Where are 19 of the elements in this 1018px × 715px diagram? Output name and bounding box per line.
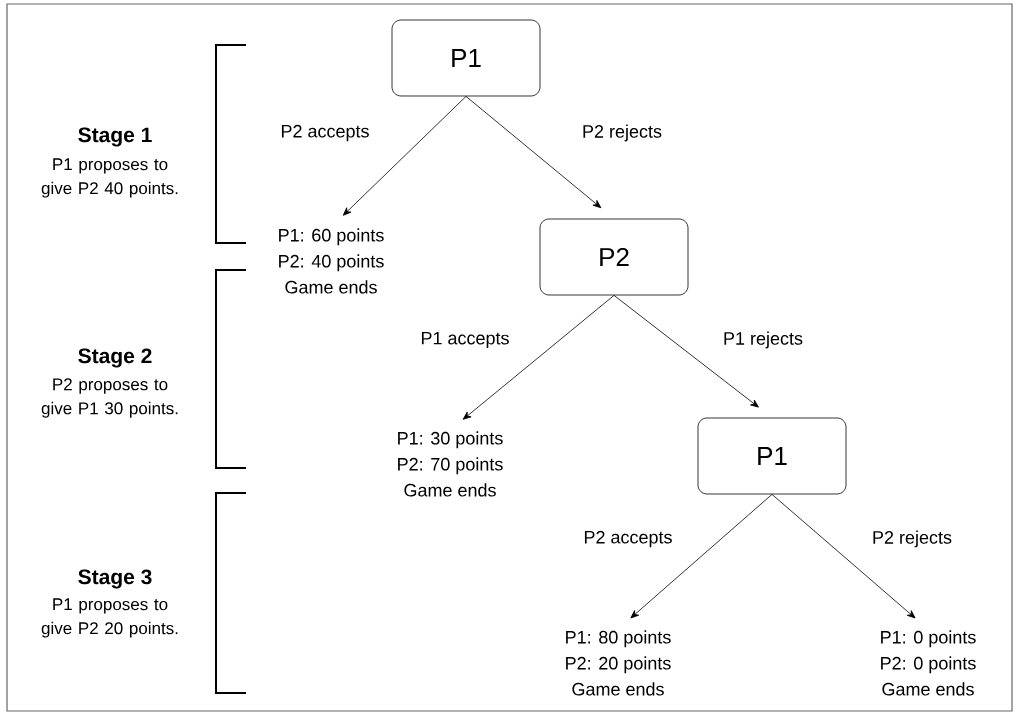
stage-description: P1 proposes to give P2 20 points. (41, 598, 178, 638)
player-box: P1 (391, 19, 541, 97)
outcome-text: P1: 80 points P2: 20 points Game ends (566, 630, 671, 696)
arrow (613, 295, 759, 408)
arrow (462, 295, 615, 420)
outcome-text: P1: 30 points P2: 70 points Game ends (398, 431, 503, 497)
stage-heading: Stage 2 (78, 348, 152, 368)
stage-description: P2 proposes to give P1 30 points. (41, 378, 178, 418)
stage-heading: Stage 1 (78, 127, 152, 147)
stage-description: P1 proposes to give P2 40 points. (41, 158, 178, 198)
outcome-text: P1: 60 points P2: 40 points Game ends (279, 228, 384, 294)
arrow (630, 494, 773, 619)
arrow (465, 96, 602, 209)
stage-heading: Stage 3 (78, 569, 152, 589)
player-box: P1 (697, 417, 847, 495)
outcome-text: P1: 0 points P2: 0 points Game ends (881, 630, 976, 696)
player-box: P2 (539, 218, 689, 296)
arrow (771, 494, 916, 619)
arrow (342, 96, 467, 216)
